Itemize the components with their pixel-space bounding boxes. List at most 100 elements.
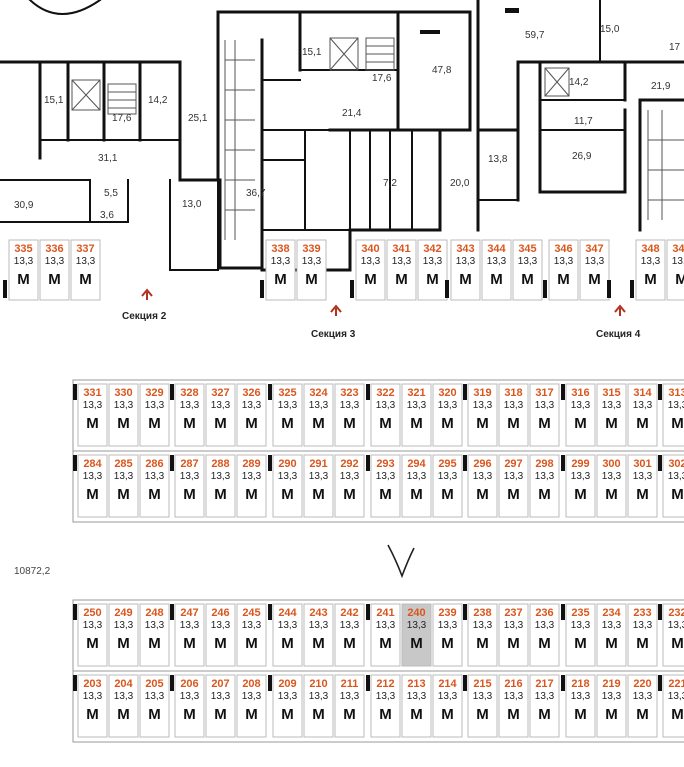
space-area: 13,3 [14, 256, 34, 267]
space-number: 295 [438, 458, 456, 470]
space-number: 335 [14, 243, 32, 255]
space-number: 314 [633, 387, 652, 399]
parking-space-outline [498, 454, 529, 518]
structural-column [73, 384, 77, 400]
parking-space-outline [432, 603, 463, 667]
space-mark: М [343, 415, 356, 432]
parking-space[interactable]: 34913,3М [666, 239, 684, 301]
structural-column [607, 280, 611, 298]
